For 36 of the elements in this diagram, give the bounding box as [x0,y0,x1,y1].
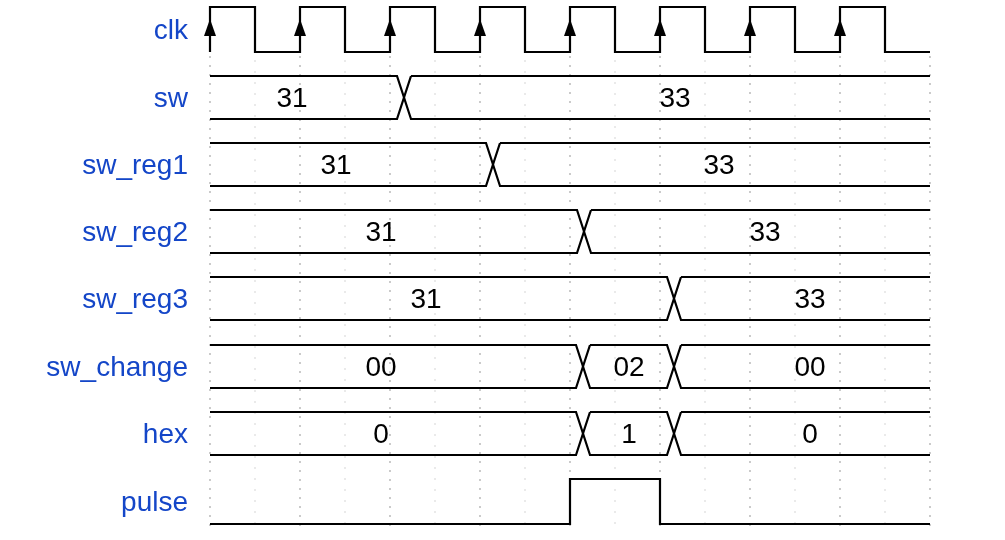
bus-value: 0 [802,419,818,448]
bus-value: 33 [794,284,826,313]
signal-name: hex [142,419,188,448]
bus-value: 33 [703,150,735,179]
bus-value: 33 [749,217,781,246]
signal-name: sw_reg3 [82,284,188,313]
bus-value: 31 [276,83,308,112]
bus-value-segment [210,411,583,456]
bus-value-segment [210,142,493,187]
bus-value-segment [584,209,930,254]
bus-value: 00 [365,352,397,381]
bus-value-segment [583,344,674,389]
bus-value: 1 [621,419,637,448]
bus-value: 31 [320,150,352,179]
signal-name: clk [153,15,188,44]
signal-name: sw_reg2 [82,217,188,246]
bus-value-segment [674,411,930,456]
signal-name: sw [153,83,188,112]
bus-value-segment [493,142,930,187]
bus-value: 31 [365,217,397,246]
bus-value-segment [210,209,584,254]
signal-name: sw_change [46,352,188,381]
bus-value-segment [210,75,404,120]
bus-value-segment [210,344,583,389]
bus-value: 0 [373,419,389,448]
signal-name: pulse [121,487,188,516]
bus-value: 33 [659,83,691,112]
signal-name: sw_reg1 [82,150,188,179]
bus-value-segment [674,344,930,389]
bus-value-segment [404,75,930,120]
bus-value: 02 [613,352,645,381]
bus-value: 00 [794,352,826,381]
bus-value-segment [210,276,674,321]
bus-value-segment [583,411,674,456]
bus-value: 31 [410,284,442,313]
bus-value-segment [674,276,930,321]
